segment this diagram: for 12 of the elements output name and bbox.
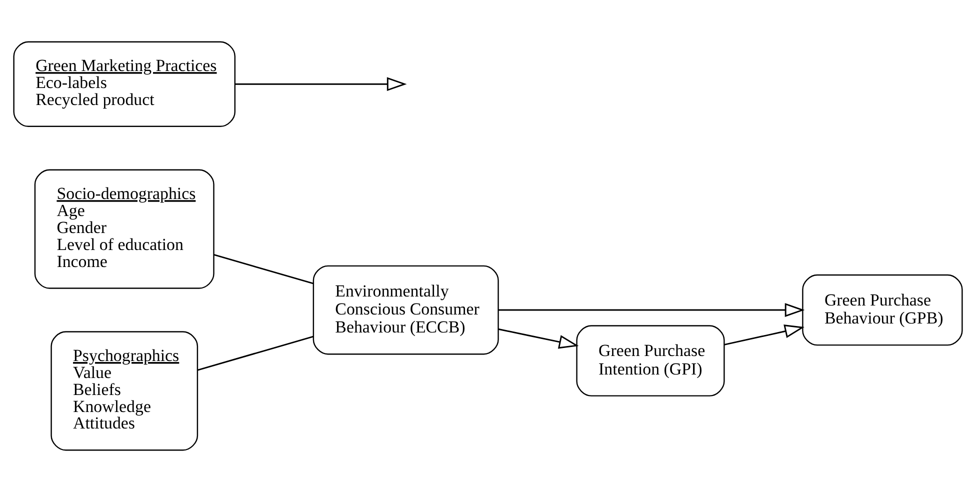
arrow — [498, 303, 804, 317]
node-box: Environmentally Conscious Consumer Behaviour (ECCB) — [312, 265, 498, 355]
node-box: Green Purchase Intention (GPI) — [576, 325, 724, 396]
connector — [213, 254, 313, 284]
node-box: Green Purchase Behaviour (GPB) — [802, 274, 962, 346]
arrow — [498, 328, 578, 349]
node-box: Green Marketing Practices Eco-labels Recycled product — [12, 41, 236, 127]
connector — [197, 336, 313, 371]
arrow — [724, 324, 804, 346]
arrow — [234, 77, 406, 92]
node-box: Socio-demographics Age Gender Level of education Income — [34, 169, 214, 289]
node-box: Psychographics Value Beliefs Knowledge Attitudes — [50, 331, 198, 451]
